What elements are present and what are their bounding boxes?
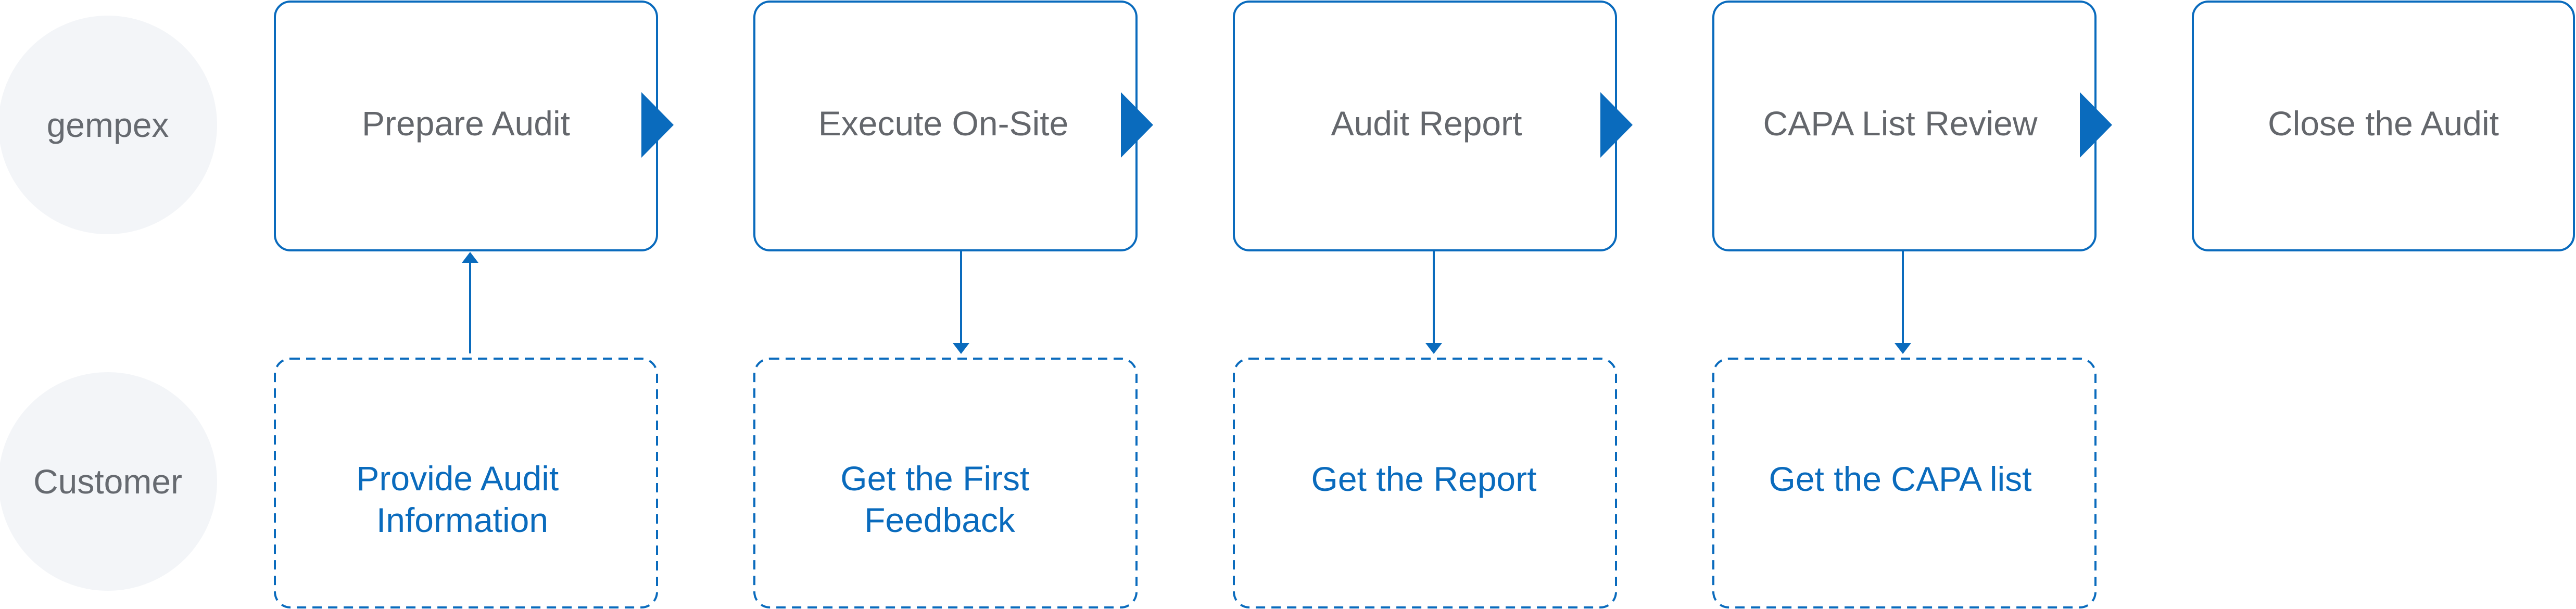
customer-box-get-the-capa-list bbox=[1712, 358, 2097, 608]
connector-down-4-arrowhead bbox=[1895, 343, 1911, 354]
customer-label-get-the-first-feedback: Get the First Feedback bbox=[840, 459, 1039, 539]
customer-label-get-the-capa-list: Get the CAPA list bbox=[1769, 460, 2032, 498]
lane-label-gempex: gempex bbox=[47, 106, 169, 144]
connector-down-3-arrowhead bbox=[1425, 343, 1442, 354]
lane-label-customer: Customer bbox=[33, 462, 182, 501]
flow-arrow-1 bbox=[641, 92, 674, 158]
customer-box-get-the-report bbox=[1233, 358, 1617, 608]
customer-label-line-2: Feedback bbox=[864, 501, 1016, 539]
flow-arrow-4 bbox=[2080, 92, 2112, 158]
flow-arrow-2 bbox=[1121, 92, 1153, 158]
lane-circle-customer bbox=[0, 372, 217, 591]
customer-label-line-2: Information bbox=[376, 501, 548, 539]
flow-arrow-3 bbox=[1600, 92, 1633, 158]
step-label-execute-on-site: Execute On-Site bbox=[818, 104, 1069, 143]
customer-label-get-the-report: Get the Report bbox=[1311, 460, 1537, 498]
step-label-prepare-audit: Prepare Audit bbox=[362, 104, 570, 143]
connector-up-1-arrowhead bbox=[462, 252, 478, 263]
step-label-capa-list-review: CAPA List Review bbox=[1763, 104, 2038, 143]
connector-down-2-arrowhead bbox=[953, 343, 969, 354]
customer-label-line-1: Get the First bbox=[840, 459, 1029, 498]
step-label-audit-report: Audit Report bbox=[1331, 104, 1522, 143]
customer-label-provide-audit-information: Provide Audit Information bbox=[356, 459, 568, 539]
lane-circle-gempex bbox=[0, 16, 217, 234]
customer-box-get-the-first-feedback bbox=[753, 358, 1138, 608]
customer-label-line-1: Provide Audit bbox=[356, 459, 559, 498]
step-box-close-the-audit bbox=[2192, 1, 2575, 251]
step-label-close-the-audit: Close the Audit bbox=[2268, 104, 2499, 143]
customer-box-provide-audit-information bbox=[274, 358, 658, 608]
